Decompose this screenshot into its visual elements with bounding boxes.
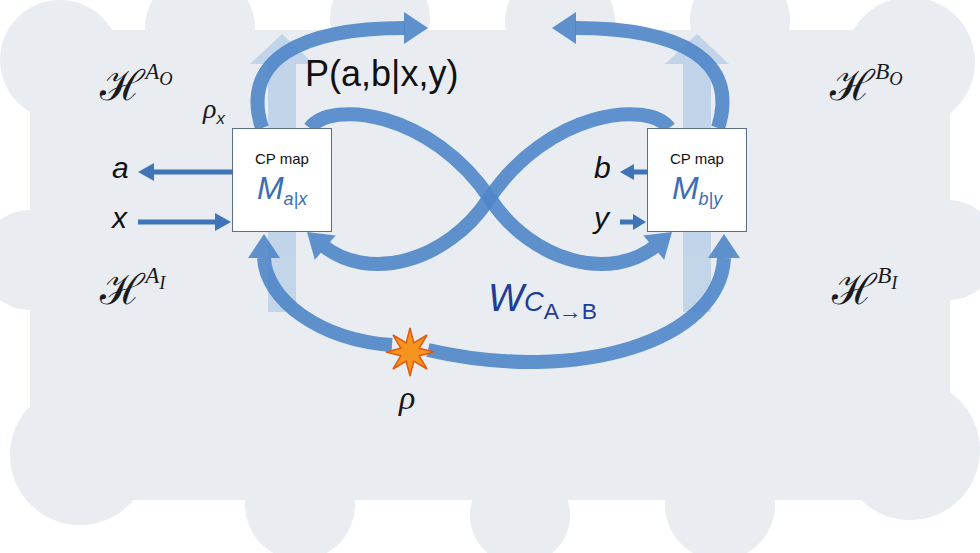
subscript: O	[159, 69, 172, 89]
cloud-bump	[0, 210, 80, 310]
arrow-head	[215, 213, 231, 231]
label-text: a	[112, 151, 129, 184]
subscript: O	[889, 69, 902, 89]
arrow-head	[633, 214, 646, 230]
math-label: ℋBI	[832, 262, 897, 315]
cloud-bump	[840, 380, 980, 520]
operator-symbol: M	[672, 170, 699, 206]
math-label: a	[112, 150, 129, 186]
operator-line: Ma|x	[257, 168, 307, 211]
causal-arrow	[310, 114, 658, 264]
label-text: b	[594, 151, 611, 184]
superscript: A	[145, 58, 159, 84]
cp-map-box: CP mapMb|y	[647, 128, 747, 232]
output-arrow-line	[633, 170, 647, 175]
operator-subscript: b|y	[699, 189, 723, 209]
cloud-bump	[470, 465, 570, 553]
subscript: x	[216, 109, 224, 128]
arrow-head	[138, 163, 154, 181]
superscript-group: BO	[875, 58, 902, 90]
superscript-group: AI	[145, 262, 165, 294]
cp-map-box: CP mapMa|x	[232, 128, 332, 232]
source-band	[428, 258, 724, 362]
cloud-bump	[245, 450, 355, 553]
operator-symbol: M	[257, 170, 284, 206]
cloud-bump	[505, 0, 615, 77]
io-heads	[138, 163, 646, 231]
label-text: ρ	[203, 93, 216, 124]
cloud-body	[30, 30, 950, 500]
superscript-group: BI	[877, 262, 897, 294]
math-label: ℋAI	[100, 262, 165, 315]
box-caption: CP map	[670, 150, 724, 168]
math-label: b	[594, 150, 611, 186]
box-content: CP mapMa|x	[255, 150, 309, 211]
arrow-head	[552, 12, 576, 44]
arrow-head	[708, 234, 740, 258]
math-label: ρ	[399, 378, 415, 419]
math-label: y	[594, 200, 609, 236]
input-arrow-line	[620, 220, 634, 225]
label-text: ℋ	[830, 61, 874, 110]
arrow-head	[404, 12, 428, 44]
label-text: ℋ	[100, 265, 144, 314]
subscript: I	[891, 273, 897, 293]
connector-group	[310, 114, 672, 264]
io-arrows	[138, 172, 647, 222]
source-star	[386, 328, 434, 376]
superscript-group: AO	[145, 58, 172, 90]
label-text: ℋ	[100, 61, 144, 110]
input-arrow-line	[138, 220, 217, 225]
cloud-bump	[898, 200, 980, 300]
math-label: ρx	[203, 92, 225, 129]
arrow-head	[307, 232, 336, 260]
label-text: W	[488, 277, 524, 319]
math-label: ℋBO	[830, 58, 903, 111]
subscript: I	[159, 273, 165, 293]
math-label: x	[112, 200, 127, 236]
operator-subscript: a|x	[284, 189, 308, 209]
cloud-bump	[10, 385, 150, 525]
source-band	[264, 258, 392, 345]
arrow-head	[620, 164, 634, 180]
label-text: x	[112, 201, 127, 234]
subscript: A→B	[544, 298, 597, 324]
superscript: B	[877, 262, 891, 288]
math-label: P(a,b|x,y)	[305, 52, 458, 96]
math-label: WCA→B	[488, 276, 597, 325]
label-text: y	[594, 201, 609, 234]
box-content: CP mapMb|y	[670, 150, 724, 211]
math-label: ℋAO	[100, 58, 173, 111]
operator-line: Mb|y	[672, 168, 722, 211]
cloud-bump	[665, 450, 775, 553]
label-text: ℋ	[832, 265, 876, 314]
connector-group	[307, 114, 669, 264]
box-caption: CP map	[255, 150, 309, 168]
output-arrow-line	[152, 170, 232, 175]
label-text: P(a,b|x,y)	[305, 53, 458, 94]
arrow-head	[643, 232, 672, 260]
causal-arrow	[321, 114, 669, 264]
label-text: ρ	[399, 379, 415, 416]
superscript: B	[875, 58, 889, 84]
arrow-head	[248, 234, 280, 258]
label-text: C	[524, 286, 544, 317]
superscript: A	[145, 262, 159, 288]
